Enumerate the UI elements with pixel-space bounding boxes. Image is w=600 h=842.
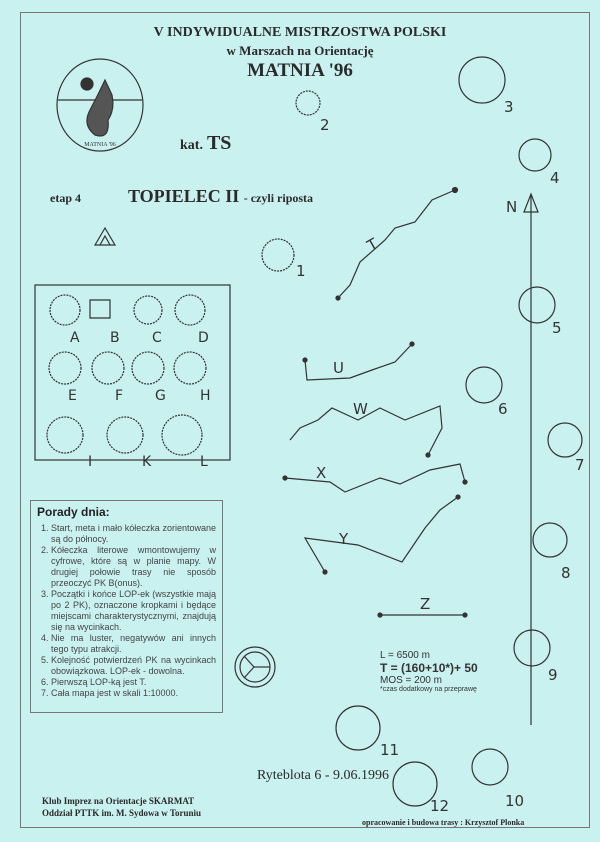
control-8: 8 bbox=[561, 564, 571, 582]
lop-Y: Y bbox=[338, 530, 349, 548]
clue-G: G bbox=[155, 388, 166, 404]
control-9: 9 bbox=[548, 666, 558, 684]
north-arrow-icon bbox=[523, 192, 539, 213]
control-3: 3 bbox=[504, 98, 514, 116]
control-2: 2 bbox=[320, 116, 330, 134]
clue-A: A bbox=[70, 330, 80, 346]
clue-box bbox=[34, 284, 231, 461]
course-length: L = 6500 m bbox=[380, 650, 430, 661]
lop-X: X bbox=[316, 464, 326, 482]
start-triangle-icon bbox=[93, 226, 117, 246]
course-author: opracowanie i budowa trasy : Krzysztof P… bbox=[362, 818, 525, 827]
clue-K: K bbox=[142, 454, 152, 470]
stage-title-sub: - czyli riposta bbox=[243, 191, 314, 205]
control-circles: 1 2 3 4 5 6 7 8 9 10 11 12 bbox=[261, 56, 585, 815]
place-date: Ryteblota 6 - 9.06.1996 bbox=[257, 768, 390, 783]
event-logo: MATNIA '96 bbox=[56, 58, 144, 152]
event-subtitle: w Marszach na Orientację bbox=[226, 43, 374, 58]
clue-H: H bbox=[200, 388, 211, 404]
clue-E: E bbox=[68, 388, 77, 404]
category-prefix: kat. bbox=[180, 138, 203, 153]
control-4: 4 bbox=[550, 169, 560, 187]
lop-U: U bbox=[333, 359, 344, 377]
control-11: 11 bbox=[380, 741, 399, 759]
tip-item: Start, meta i mało kółeczka zorientowane… bbox=[51, 523, 216, 545]
tips-box: Porady dnia: Start, meta i mało kółeczka… bbox=[30, 500, 223, 713]
tips-title: Porady dnia: bbox=[37, 505, 110, 519]
club-branch: Oddział PTTK im. M. Sydowa w Toruniu bbox=[42, 808, 202, 818]
north-label: N bbox=[506, 198, 517, 216]
clue-F: F bbox=[115, 388, 123, 404]
lop-W: W bbox=[353, 400, 368, 418]
tip-item: Kółeczka literowe wmontowujemy w cyfrowe… bbox=[51, 545, 216, 589]
finish-symbol-icon bbox=[234, 646, 276, 688]
clue-I: I bbox=[88, 454, 92, 470]
stage-title-main: TOPIELEC II bbox=[128, 186, 240, 206]
control-10: 10 bbox=[505, 792, 524, 810]
control-1: 1 bbox=[296, 262, 306, 280]
course-stats: L = 6500 m T = (160+10*)+ 50 MOS = 200 m… bbox=[380, 650, 478, 693]
clue-L: L bbox=[200, 454, 208, 470]
club-name: Klub Imprez na Orientacje SKARMAT bbox=[42, 796, 195, 806]
clue-B: B bbox=[110, 330, 120, 346]
clue-D: D bbox=[198, 330, 209, 346]
event-name: MATNIA '96 bbox=[247, 60, 353, 81]
control-7: 7 bbox=[575, 456, 585, 474]
stage-number: etap 4 bbox=[50, 191, 81, 205]
category: kat. TS bbox=[180, 132, 231, 155]
control-12: 12 bbox=[430, 797, 449, 815]
clue-C: C bbox=[152, 330, 162, 346]
tip-item: Nie ma luster, negatywów ani innych tego… bbox=[51, 633, 216, 655]
tip-item: Pierwszą LOP-ką jest T. bbox=[51, 677, 216, 688]
mos: MOS = 200 m bbox=[380, 675, 442, 686]
lop-Z: Z bbox=[420, 595, 430, 613]
control-6: 6 bbox=[498, 400, 508, 418]
event-title: V INDYWIDUALNE MISTRZOSTWA POLSKI bbox=[153, 25, 447, 40]
time-note: *czas dodatkowy na przeprawę bbox=[380, 686, 477, 693]
logo-bottom-text: MATNIA '96 bbox=[84, 142, 116, 148]
stage-title: TOPIELEC II - czyli riposta bbox=[128, 186, 313, 207]
control-5: 5 bbox=[552, 319, 562, 337]
page-border bbox=[20, 12, 590, 828]
clue-circles bbox=[46, 294, 207, 456]
category-value: TS bbox=[206, 132, 232, 154]
tip-item: Cała mapa jest w skali 1:10000. bbox=[51, 688, 216, 699]
tip-item: Kolejność potwierdzeń PK na wycinkach ob… bbox=[51, 655, 216, 677]
lop-routes: T U W X Y Z bbox=[282, 186, 468, 618]
time-limit: T = (160+10*)+ 50 bbox=[380, 661, 478, 675]
tip-item: Początki i końce LOP-ek (wszystkie mają … bbox=[51, 589, 216, 633]
